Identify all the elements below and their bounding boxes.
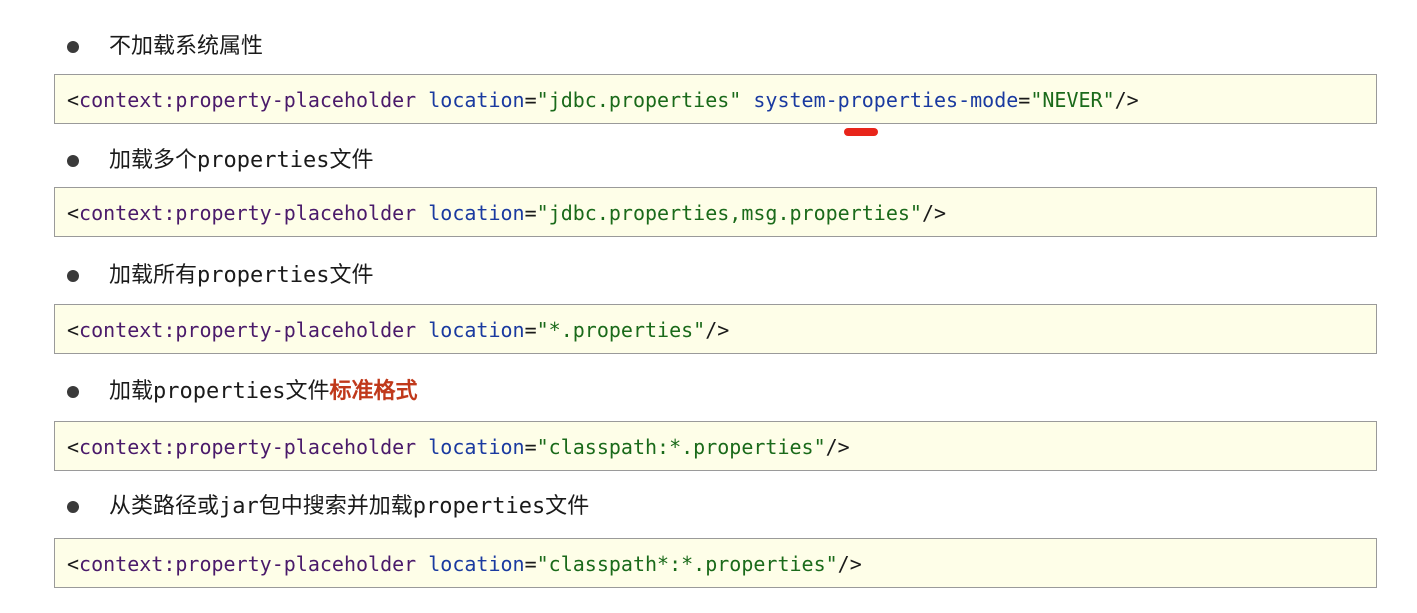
highlighted-text: 标准格式 [329,379,418,404]
bullet-item-2: 加载多个properties文件 [0,142,1417,182]
code-line: <context:property-placeholder location="… [67,201,947,225]
section-heading: 从类路径或jar包中搜索并加载properties文件 [109,494,590,519]
bullet-item-4: 加载properties文件标准格式 [0,373,1417,413]
bullet-item-5: 从类路径或jar包中搜索并加载properties文件 [0,488,1417,528]
bullet-dot-icon [67,270,79,282]
code-block-5: <context:property-placeholder location="… [54,538,1377,588]
bullet-dot-icon [67,41,79,53]
section-heading: 加载所有properties文件 [109,263,374,288]
code-block-4: <context:property-placeholder location="… [54,421,1377,471]
section-heading: 加载properties文件标准格式 [109,379,418,404]
code-line: <context:property-placeholder location="… [67,552,862,576]
code-line: <context:property-placeholder location="… [67,435,850,459]
bullet-item-1: 不加载系统属性 [0,28,1417,68]
red-underline-annotation [844,128,878,136]
section-heading: 不加载系统属性 [109,34,264,59]
bullet-dot-icon [67,501,79,513]
bullet-item-3: 加载所有properties文件 [0,257,1417,297]
code-line: <context:property-placeholder location="… [67,318,730,342]
code-block-2: <context:property-placeholder location="… [54,187,1377,237]
bullet-dot-icon [67,155,79,167]
code-block-3: <context:property-placeholder location="… [54,304,1377,354]
code-block-1: <context:property-placeholder location="… [54,74,1377,124]
bullet-dot-icon [67,386,79,398]
code-line: <context:property-placeholder location="… [67,88,1139,112]
section-heading: 加载多个properties文件 [109,148,374,173]
